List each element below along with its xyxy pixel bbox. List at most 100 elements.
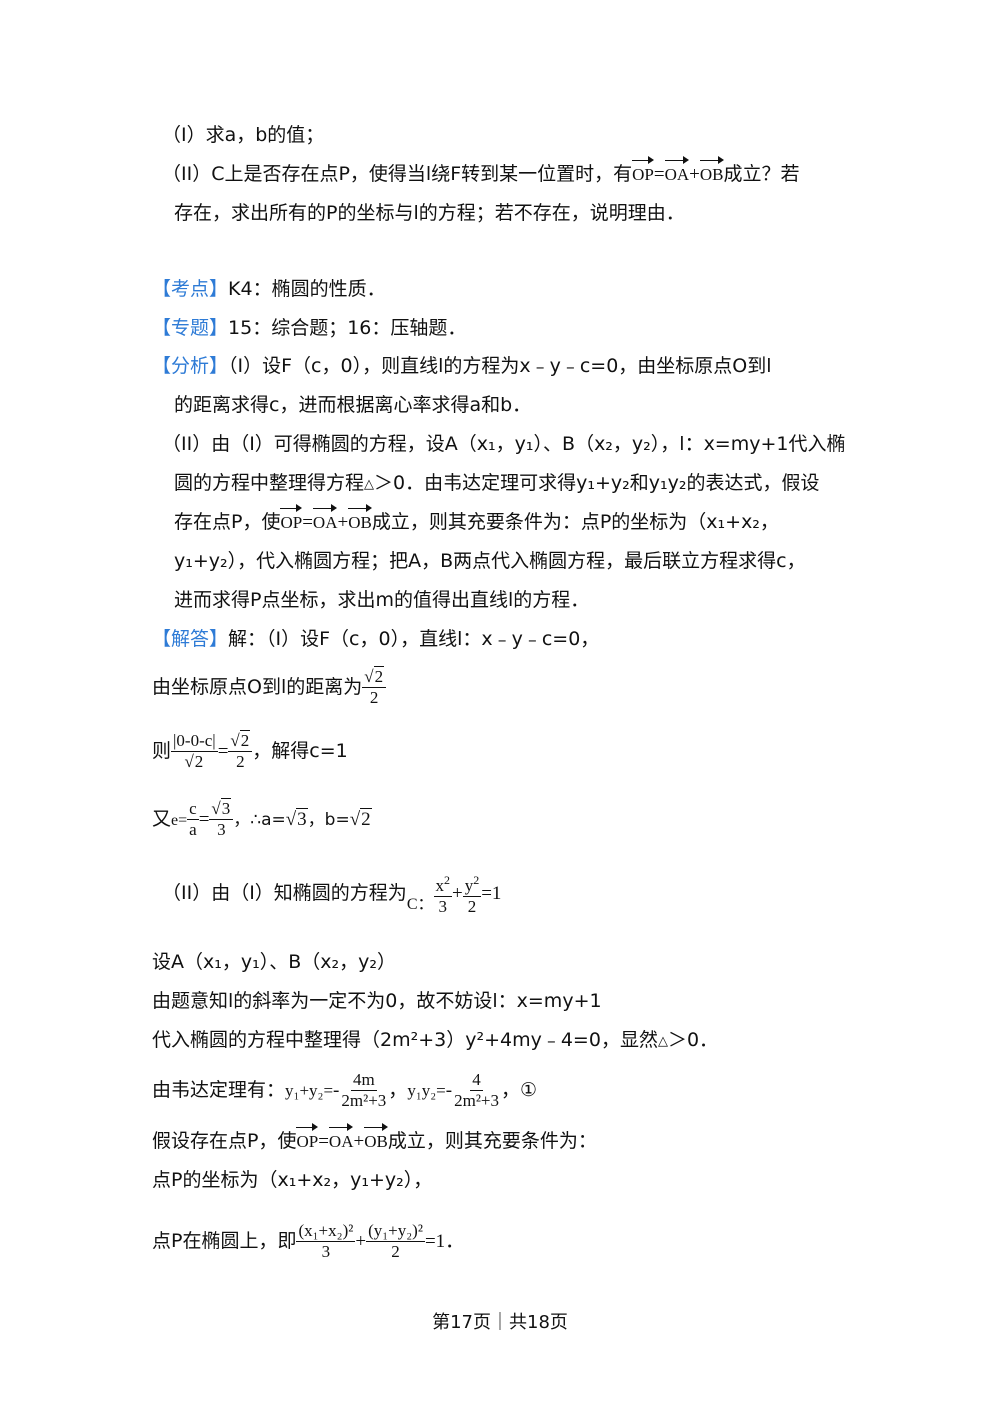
delta-symbol: △ <box>657 1034 668 1049</box>
kaodian-text: K4：椭圆的性质． <box>228 278 386 300</box>
jieda-text-1: 解：（I）设F（c，0），直线l：x﹣y﹣c=0， <box>228 628 600 650</box>
zhuanti-tag: 【专题】 <box>152 317 229 339</box>
plus: + <box>452 883 463 904</box>
question-part2-line1: （II）C上是否存在点P，使得当l绕F转到某一位置时，有OP=OA+OB成立？若 <box>162 156 800 188</box>
y-var: y <box>464 876 474 895</box>
fenxi-line4: 圆的方程中整理得方程△＞0．由韦达定理可求得y₁+y₂和y₁y₂的表达式，假设 <box>174 470 819 498</box>
fenxi-text-4b: ＞0．由韦达定理可求得y₁+y₂和y₁y₂的表达式，假设 <box>374 472 820 494</box>
question-part2-line2: 存在，求出所有的P的坐标与l的方程；若不存在，说明理由． <box>174 202 685 224</box>
vector-oa: OA <box>328 1123 353 1155</box>
radicand: 2 <box>360 808 372 830</box>
vector-ob: OB <box>699 156 724 188</box>
numerator: |0-0-c| <box>171 731 218 752</box>
vector-ob: OB <box>364 1123 388 1155</box>
equals: = <box>302 512 313 533</box>
vector-op: OP <box>296 1123 318 1155</box>
fenxi-line7: 进而求得P点坐标，求出m的值得出直线l的方程． <box>174 589 590 611</box>
jieda-text-10b: 成立，则其充要条件为： <box>387 1130 597 1152</box>
jieda-text-2: 由坐标原点O到l的距离为 <box>152 676 363 698</box>
jieda-text-8a: 代入椭圆的方程中整理得（2m²+3）y²+4my﹣4=0，显然 <box>152 1029 658 1051</box>
fraction-distance: |0-0-c|√2 <box>171 731 218 771</box>
jieda-tag: 【解答】 <box>152 628 229 650</box>
radicand: 3 <box>296 808 308 830</box>
equals: = <box>198 809 210 830</box>
radicand: 2 <box>373 666 385 686</box>
fenxi-text-4a: 圆的方程中整理得方程 <box>174 472 365 494</box>
y-product: y₁y₂= <box>407 1081 446 1100</box>
ellipse-label: C： <box>406 896 434 913</box>
jieda-text-8b: ＞0． <box>667 1029 719 1051</box>
question-part1: （I）求a，b的值； <box>162 124 325 146</box>
e-equals: e= <box>171 812 188 829</box>
denominator: 2 <box>467 897 477 916</box>
numerator: (x₁+x₂)² <box>296 1221 356 1242</box>
radicand: 2 <box>239 730 251 750</box>
delta-symbol: △ <box>364 477 375 492</box>
jieda-line7: 由题意知l的斜率为一定不为0，故不妨设l：x=my+1 <box>152 990 602 1012</box>
jieda-text-3a: 则 <box>152 740 172 762</box>
comma: ， <box>388 1079 408 1101</box>
jieda-line10: 假设存在点P，使OP=OA+OB成立，则其充要条件为： <box>152 1123 597 1155</box>
radicand: 2 <box>193 751 205 771</box>
denominator: 2 <box>369 688 379 707</box>
vector-oa: OA <box>664 156 689 188</box>
fenxi-line6: y₁+y₂），代入椭圆方程；把A，B两点代入椭圆方程，最后联立方程求得c， <box>174 550 806 572</box>
q2-text-a: （II）C上是否存在点P，使得当l绕F转到某一位置时，有 <box>162 163 633 185</box>
y-sum: y₁+y₂= <box>285 1081 334 1100</box>
exponent: 2 <box>444 873 450 887</box>
x-var: x <box>435 876 445 895</box>
fenxi-line1: 【分析】（I）设F（c，0），则直线l的方程为x﹣y﹣c=0，由坐标原点O到l <box>152 353 772 379</box>
equals: = <box>318 1131 329 1152</box>
jieda-text-4a: 又 <box>152 808 172 830</box>
fenxi-line2: 的距离求得c，进而根据离心率求得a和b． <box>174 394 532 416</box>
vector-oa: OA <box>312 504 337 536</box>
plus: + <box>337 512 349 533</box>
numerator: 4 <box>470 1070 483 1091</box>
zhuanti-line: 【专题】15：综合题；16：压轴题． <box>152 315 466 341</box>
sqrt-2: √2 <box>349 808 372 830</box>
equals: = <box>653 164 665 185</box>
vector-ob: OB <box>348 504 372 536</box>
fenxi-tag: 【分析】 <box>152 355 229 377</box>
denominator: a <box>189 820 197 839</box>
fenxi-text-1: （I）设F（c，0），则直线l的方程为x﹣y﹣c=0，由坐标原点O到l <box>228 355 772 377</box>
jieda-text-3b: ，解得c=1 <box>252 740 348 762</box>
denominator: 3 <box>321 1242 331 1261</box>
zhuanti-text: 15：综合题；16：压轴题． <box>228 317 467 339</box>
jieda-text-5a: （II）由（I）知椭圆的方程为 <box>162 882 407 904</box>
equals: = <box>217 741 229 762</box>
denominator: 2m²+3 <box>454 1091 500 1110</box>
period: ． <box>445 1230 465 1252</box>
vector-op: OP <box>632 156 654 188</box>
denominator: 3 <box>217 820 226 839</box>
minus-sign: - <box>445 1080 453 1101</box>
fenxi-text-5a: 存在点P，使 <box>174 511 281 533</box>
radicand: 3 <box>220 798 232 818</box>
q2-text-b: 成立？若 <box>723 163 800 185</box>
denominator: 2 <box>391 1242 400 1261</box>
fraction-x2-over-3: x2 3 <box>433 870 452 917</box>
denominator: 2m²+3 <box>341 1091 387 1110</box>
jieda-text-10a: 假设存在点P，使 <box>152 1130 297 1152</box>
jieda-line1: 【解答】解：（I）设F（c，0），直线l：x﹣y﹣c=0， <box>152 626 599 652</box>
page-footer: 第17页｜共18页 <box>432 1312 568 1333</box>
jieda-line8: 代入椭圆的方程中整理得（2m²+3）y²+4my﹣4=0，显然△＞0． <box>152 1027 718 1055</box>
equals-one: =1 <box>481 883 502 904</box>
sqrt-3: √3 <box>285 808 308 830</box>
denominator: 3 <box>438 897 448 916</box>
fenxi-line3: （II）由（I）可得椭圆的方程，设A（x₁，y₁）、B（x₂，y₂），l：x=m… <box>162 433 846 455</box>
numerator: c <box>187 799 199 820</box>
plus: + <box>689 164 700 185</box>
